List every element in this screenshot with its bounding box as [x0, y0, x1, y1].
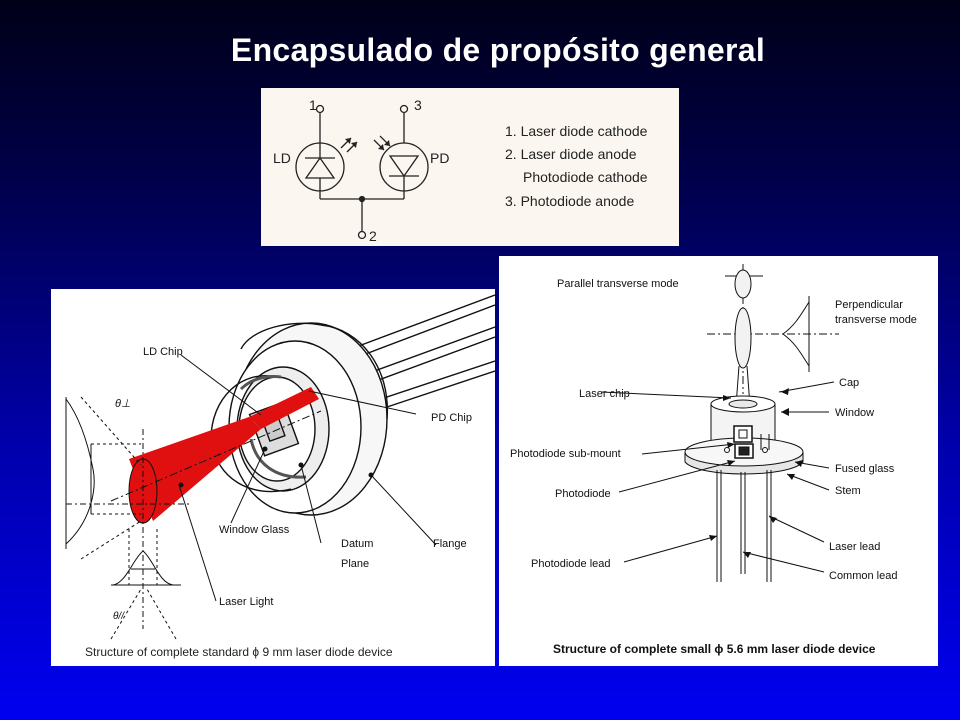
pin1-terminal — [315, 104, 325, 114]
slide-title: Encapsulado de propósito general — [230, 32, 766, 68]
ld-label: LD — [273, 150, 291, 166]
right-figure-caption: Structure of complete small ϕ 5.6 mm las… — [553, 642, 876, 656]
small-5.6mm-device-figure: Parallel transverse mode Perpendicular t… — [499, 256, 938, 666]
legend-item: 1. Laser diode cathode — [505, 123, 648, 139]
legend-item: 2. Laser diode anode — [505, 146, 637, 162]
pd-label: PD — [430, 150, 449, 166]
submount-label: Photodiode sub-mount — [510, 448, 621, 460]
pin3-terminal — [399, 104, 409, 114]
cap-label: Cap — [839, 377, 859, 389]
parallel-mode-label: Parallel transverse mode — [557, 278, 679, 290]
datum-label: Datum — [341, 538, 373, 550]
laser-lead-label: Laser lead — [829, 541, 880, 553]
left-figure-caption: Structure of complete standard ϕ 9 mm la… — [85, 645, 393, 659]
stem-label: Stem — [835, 485, 861, 497]
device-5.6mm-svg: Parallel transverse mode Perpendicular t… — [510, 264, 917, 656]
flange-label: Flange — [433, 538, 467, 550]
perpendicular-mode-label-1: Perpendicular — [835, 299, 903, 311]
photodiode-label: Photodiode — [555, 488, 611, 500]
device-9mm-svg: LD Chip PD Chip Window Glass Datum Plane… — [65, 294, 495, 659]
pin3-label: 3 — [414, 97, 422, 113]
pd-chip-label: PD Chip — [431, 412, 472, 424]
standard-9mm-device-figure: LD Chip PD Chip Window Glass Datum Plane… — [51, 289, 495, 666]
theta-parallel-label: θ// — [113, 611, 125, 622]
fused-glass-label: Fused glass — [835, 463, 895, 475]
perpendicular-mode-lobe — [734, 307, 752, 369]
laser-chip-label: Laser chip — [579, 388, 630, 400]
pin2-terminal — [357, 230, 367, 240]
parallel-mode-lobe — [734, 269, 752, 299]
photodiode-lead-label: Photodiode lead — [531, 558, 611, 570]
ld-chip-label: LD Chip — [143, 346, 183, 358]
pin-configuration-diagram: 1 3 2 LD PD 1. Laser diode cathode 2. La… — [261, 88, 679, 246]
window-label: Window — [835, 407, 874, 419]
legend-item: Photodiode cathode — [523, 169, 648, 185]
legend-item: 3. Photodiode anode — [505, 193, 634, 209]
pin-circuit-svg: 1 3 2 LD PD 1. Laser diode cathode 2. La… — [273, 97, 648, 244]
pin1-label: 1 — [309, 97, 317, 113]
window-glass-label: Window Glass — [219, 524, 290, 536]
theta-perp-label: θ⊥ — [115, 398, 131, 410]
pin2-label: 2 — [369, 228, 377, 244]
common-lead-label: Common lead — [829, 570, 897, 582]
perpendicular-mode-label-2: transverse mode — [835, 314, 917, 326]
plane-label: Plane — [341, 558, 369, 570]
laser-light-label: Laser Light — [219, 596, 273, 608]
